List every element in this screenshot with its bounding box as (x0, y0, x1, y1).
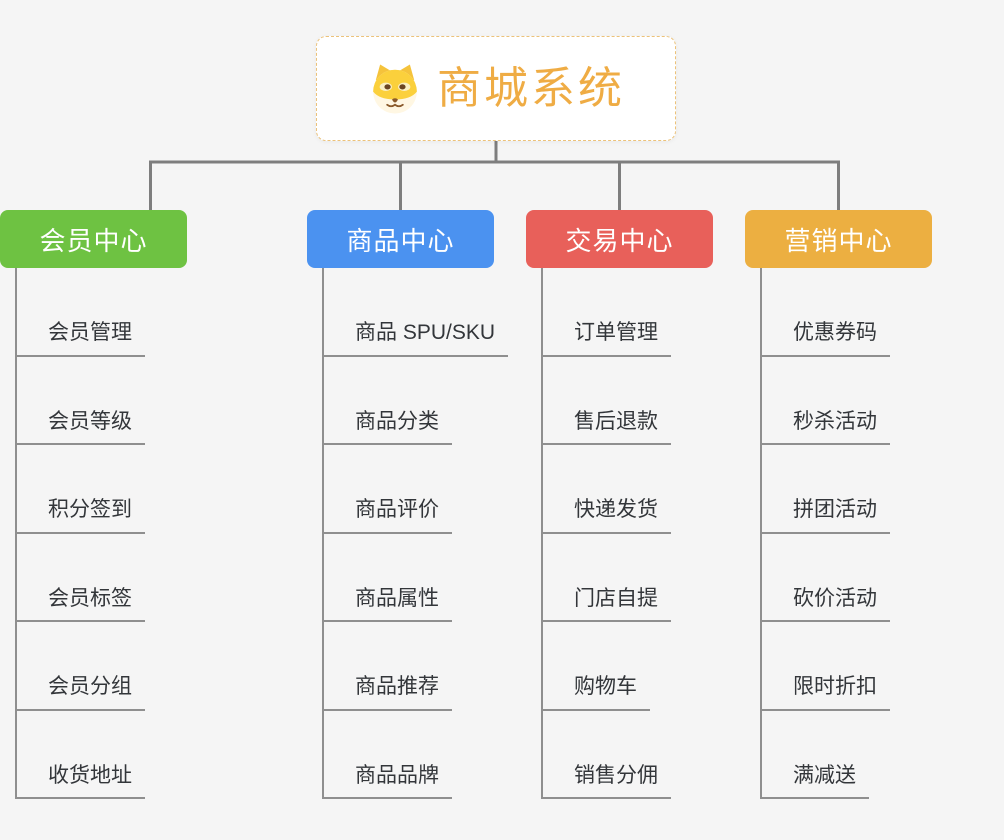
leaf-node[interactable]: 门店自提 (541, 534, 776, 622)
leaf-node[interactable]: 商品分类 (322, 357, 557, 445)
branch-trunk-line (541, 268, 543, 799)
leaf-label: 优惠券码 (760, 320, 890, 357)
leaf-node[interactable]: 砍价活动 (760, 534, 995, 622)
leaf-node[interactable]: 拼团活动 (760, 445, 995, 534)
leaf-node[interactable]: 订单管理 (541, 268, 776, 357)
branch-trunk-line (322, 268, 324, 799)
leaf-node[interactable]: 购物车 (541, 622, 776, 711)
leaf-label: 秒杀活动 (760, 409, 890, 445)
leaf-node[interactable]: 积分签到 (15, 445, 250, 534)
leaf-node[interactable]: 收货地址 (15, 711, 250, 799)
leaf-label: 订单管理 (541, 320, 671, 357)
leaf-label: 会员分组 (15, 674, 145, 711)
leaf-node[interactable]: 商品属性 (322, 534, 557, 622)
leaf-label: 商品分类 (322, 409, 452, 445)
branch-trunk-line (15, 268, 17, 799)
leaf-label: 商品属性 (322, 586, 452, 622)
leaf-label: 满减送 (760, 763, 869, 799)
root-node[interactable]: 商城系统 (316, 36, 676, 141)
leaf-node[interactable]: 商品评价 (322, 445, 557, 534)
leaf-node[interactable]: 商品 SPU/SKU (322, 268, 557, 357)
branch-node-trade[interactable]: 交易中心 (526, 210, 713, 268)
leaf-label: 商品推荐 (322, 674, 452, 711)
leaf-label: 商品 SPU/SKU (322, 320, 509, 357)
leaf-label: 积分签到 (15, 497, 145, 534)
branch-node-marketing[interactable]: 营销中心 (745, 210, 932, 268)
leaf-label: 限时折扣 (760, 674, 890, 711)
branch-column-product: 商品中心 商品 SPU/SKU 商品分类商品评价商品属性商品推荐商品品牌 (307, 210, 557, 799)
leaf-list: 优惠券码秒杀活动拼团活动砍价活动限时折扣满减送 (745, 268, 995, 799)
branch-node-product[interactable]: 商品中心 (307, 210, 494, 268)
leaf-label: 商品评价 (322, 497, 452, 534)
leaf-list: 订单管理售后退款快递发货门店自提购物车销售分佣 (526, 268, 776, 799)
leaf-node[interactable]: 会员标签 (15, 534, 250, 622)
leaf-node[interactable]: 会员管理 (15, 268, 250, 357)
leaf-label: 门店自提 (541, 586, 671, 622)
leaf-node[interactable]: 销售分佣 (541, 711, 776, 799)
leaf-list: 会员管理会员等级积分签到会员标签会员分组收货地址 (0, 268, 250, 799)
leaf-list: 商品 SPU/SKU 商品分类商品评价商品属性商品推荐商品品牌 (307, 268, 557, 799)
leaf-node[interactable]: 售后退款 (541, 357, 776, 445)
doge-icon (373, 64, 417, 113)
leaf-label: 会员管理 (15, 320, 145, 357)
leaf-label: 会员标签 (15, 586, 145, 622)
branch-trunk-line (760, 268, 762, 799)
leaf-label: 购物车 (541, 674, 650, 711)
branch-column-trade: 交易中心 订单管理售后退款快递发货门店自提购物车销售分佣 (526, 210, 776, 799)
leaf-label: 销售分佣 (541, 763, 671, 799)
leaf-node[interactable]: 秒杀活动 (760, 357, 995, 445)
leaf-label: 拼团活动 (760, 497, 890, 534)
leaf-label: 收货地址 (15, 763, 145, 799)
root-title: 商城系统 (437, 63, 625, 113)
branch-node-member[interactable]: 会员中心 (0, 210, 187, 268)
leaf-node[interactable]: 满减送 (760, 711, 995, 799)
leaf-label: 砍价活动 (760, 586, 890, 622)
leaf-node[interactable]: 商品推荐 (322, 622, 557, 711)
leaf-node[interactable]: 商品品牌 (322, 711, 557, 799)
leaf-label: 快递发货 (541, 497, 671, 534)
leaf-node[interactable]: 快递发货 (541, 445, 776, 534)
leaf-label: 会员等级 (15, 409, 145, 445)
leaf-node[interactable]: 限时折扣 (760, 622, 995, 711)
branch-column-marketing: 营销中心 优惠券码秒杀活动拼团活动砍价活动限时折扣满减送 (745, 210, 995, 799)
branch-column-member: 会员中心 会员管理会员等级积分签到会员标签会员分组收货地址 (0, 210, 250, 799)
leaf-label: 商品品牌 (322, 763, 452, 799)
leaf-label: 售后退款 (541, 409, 671, 445)
leaf-node[interactable]: 优惠券码 (760, 268, 995, 357)
leaf-node[interactable]: 会员分组 (15, 622, 250, 711)
leaf-node[interactable]: 会员等级 (15, 357, 250, 445)
